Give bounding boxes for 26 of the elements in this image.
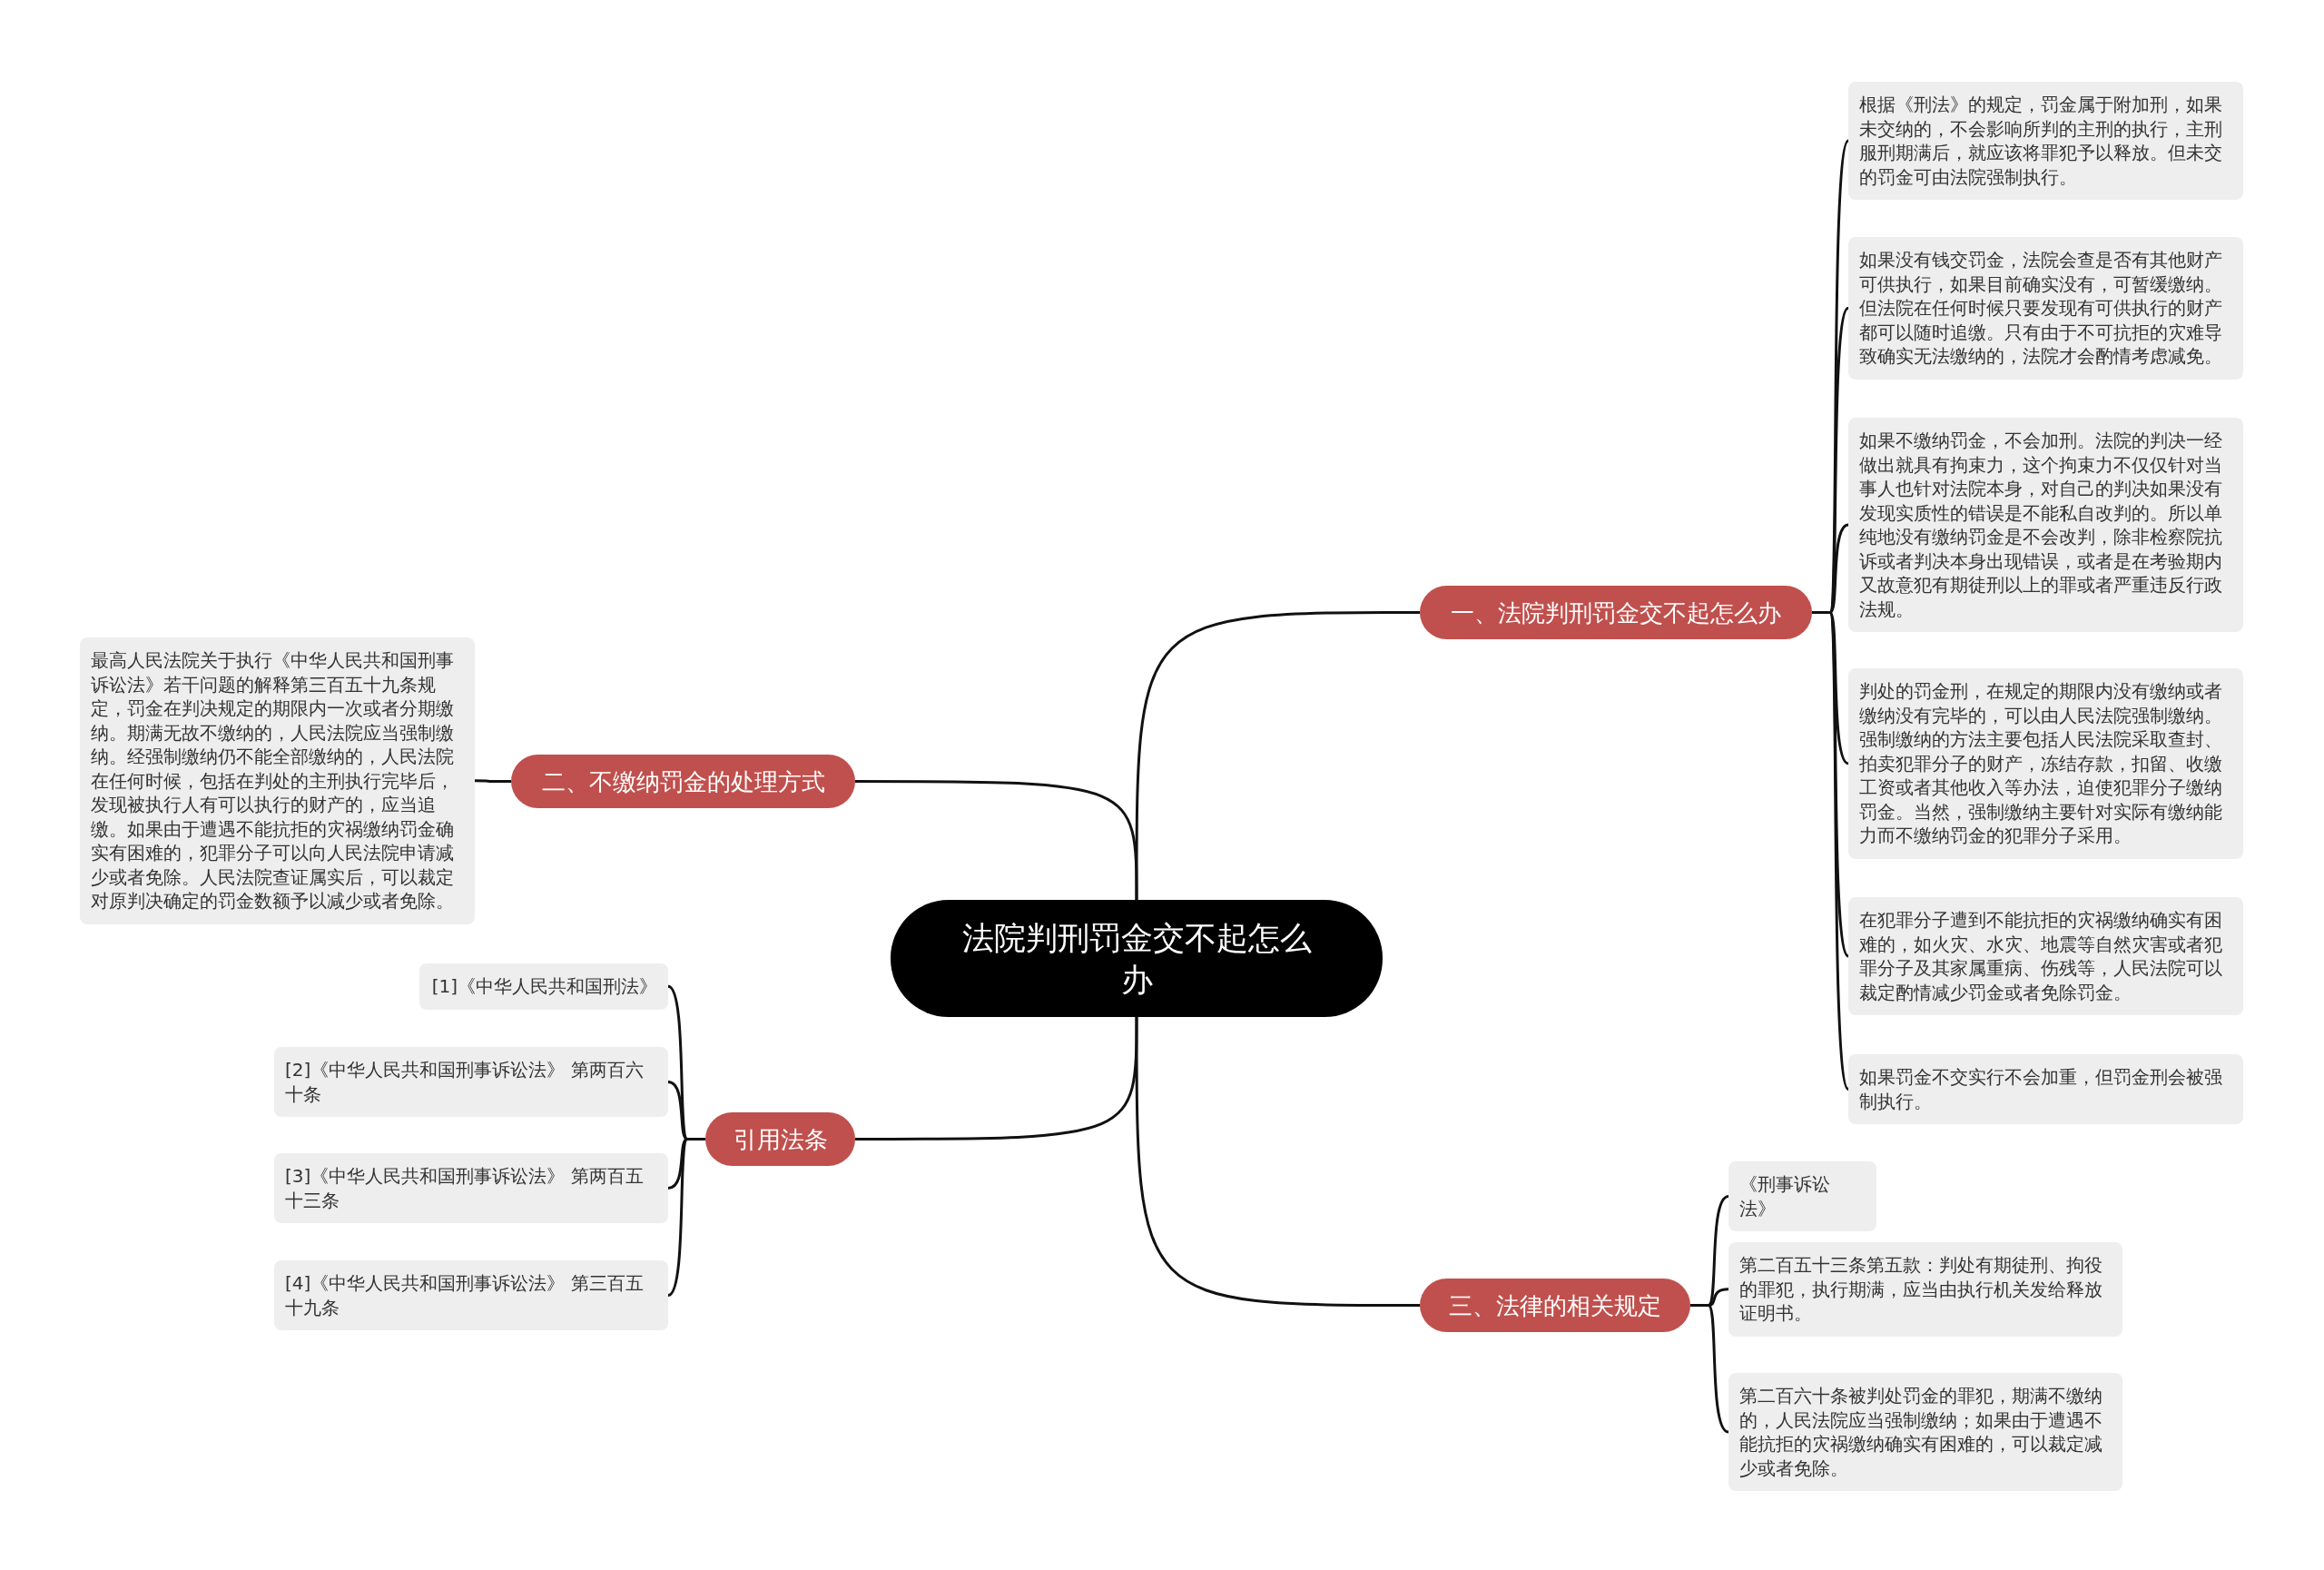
note-box: 判处的罚金刑，在规定的期限内没有缴纳或者缴纳没有完毕的，可以由人民法院强制缴纳。强制缴纳的方法主要包括人民法院采取查封、拍卖犯罪分子的财产，冻结存款，扣留、收缴工资或者其他收入等办法，迫使犯罪分子缴纳罚金。当然，强制缴纳主要针对实际有缴纳能力而不缴纳罚金的犯罪分子采用。 (1848, 668, 2243, 859)
note-box: 第二百五十三条第五款：判处有期徒刑、拘役的罪犯，执行期满，应当由执行机关发给释放证明书。 (1728, 1242, 2122, 1337)
note-box: [3]《中华人民共和国刑事诉讼法》 第两百五十三条 (274, 1153, 668, 1223)
connector-line (1690, 1304, 1729, 1434)
connector-line (855, 1017, 1138, 1140)
connector-line (1135, 1017, 1420, 1307)
branch-pill: 三、法律的相关规定 (1420, 1279, 1690, 1332)
note-box: 《刑事诉讼法》 (1728, 1161, 1876, 1231)
note-box: [2]《中华人民共和国刑事诉讼法》 第两百六十条 (274, 1047, 668, 1117)
note-box: 根据《刑法》的规定，罚金属于附加刑，如果未交纳的，不会影响所判的主刑的执行，主刑服刑期满后，就应该将罪犯予以释放。但未交的罚金可由法院强制执行。 (1848, 82, 2243, 200)
note-box: 如果没有钱交罚金，法院会查是否有其他财产可供执行，如果目前确实没有，可暂缓缴纳。但法院在任何时候只要发现有可供执行的财产都可以随时追缴。只有由于不可抗拒的灾难导致确实无法缴纳的，法院才会酌情考虑减免。 (1848, 237, 2243, 380)
note-box: 如果不缴纳罚金，不会加刑。法院的判决一经做出就具有拘束力，这个拘束力不仅仅针对当事人也针对法院本身，对自己的判决如果没有发现实质性的错误是不能私自改判的。所以单纯地没有缴纳罚金是不会改判，除非检察院抗诉或者判决本身出现错误，或者是在考验期内又故意犯有期徒刑以上的罪或者严重违反行政法规。 (1848, 418, 2243, 632)
note-box: [1]《中华人民共和国刑法》 (419, 963, 668, 1010)
note-box: 在犯罪分子遭到不能抗拒的灾祸缴纳确实有困难的，如火灾、水灾、地震等自然灾害或者犯罪分子及其家属重病、伤残等，人民法院可以裁定酌情减少罚金或者免除罚金。 (1848, 897, 2243, 1015)
connector-line (1135, 611, 1420, 900)
note-box: 如果罚金不交实行不会加重，但罚金刑会被强制执行。 (1848, 1054, 2243, 1124)
note-box: [4]《中华人民共和国刑事诉讼法》 第三百五十九条 (274, 1260, 668, 1330)
topic-pill: 法院判刑罚金交不起怎么办 (891, 900, 1383, 1017)
branch-pill: 一、法院判刑罚金交不起怎么办 (1420, 586, 1812, 639)
connector-line (667, 1138, 705, 1297)
note-box: 第二百六十条被判处罚金的罪犯，期满不缴纳的，人民法院应当强制缴纳；如果由于遭遇不能抗拒的灾祸缴纳确实有困难的，可以裁定减少或者免除。 (1728, 1373, 2122, 1491)
branch-pill: 引用法条 (705, 1112, 855, 1166)
branch-pill: 二、不缴纳罚金的处理方式 (511, 755, 855, 808)
note-box: 最高人民法院关于执行《中华人民共和国刑事诉讼法》若干问题的解释第三百五十九条规定，罚金在判决规定的期限内一次或者分期缴纳。期满无故不缴纳的，人民法院应当强制缴纳。经强制缴纳仍不能全部缴纳的，人民法院在任何时候，包括在判处的主刑执行完毕后，发现被执行人有可以执行的财产的，应当追缴。如果由于遭遇不能抗拒的灾祸缴纳罚金确实有困难的，犯罪分子可以向人民法院申请减少或者免除。人民法院查证属实后，可以裁定对原判决确定的罚金数额予以减少或者免除。 (80, 637, 475, 924)
connector-line (855, 780, 1138, 900)
connector-line (475, 779, 511, 783)
